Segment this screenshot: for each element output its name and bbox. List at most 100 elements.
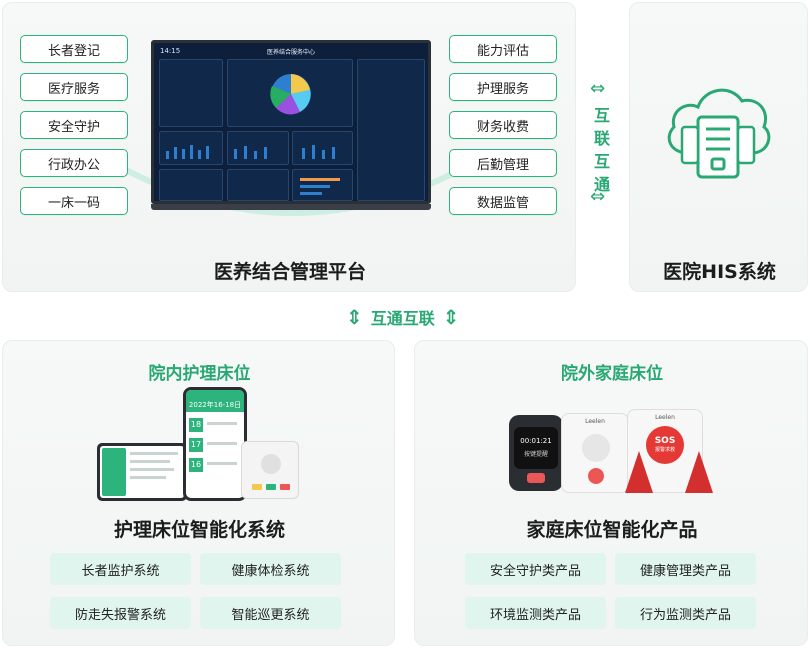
item-smart-patrol[interactable]: 智能巡更系统	[200, 597, 341, 629]
bed-call-box-icon	[241, 441, 299, 499]
tag-nursing-service[interactable]: 护理服务	[449, 73, 557, 101]
tag-logistics[interactable]: 后勤管理	[449, 149, 557, 177]
sos-sub: 报警求救	[654, 447, 675, 453]
phone-header	[186, 390, 244, 412]
sos-circle: SOS 报警求救	[646, 426, 684, 464]
platform-title: 医养结合管理平台	[213, 261, 366, 283]
screen-hbar	[300, 178, 340, 181]
device-brand: Leelen	[655, 414, 675, 421]
item-safety-products[interactable]: 安全守护类产品	[465, 553, 606, 585]
screen-card	[159, 59, 223, 127]
screen-bar	[206, 146, 209, 159]
item-health-exam[interactable]: 健康体检系统	[200, 553, 341, 585]
phone-icon: 2022年16-18日 18 17 16	[183, 387, 247, 501]
screen-card	[357, 59, 425, 201]
tablet-line	[130, 476, 166, 479]
his-panel: 医院HIS系统	[629, 2, 808, 292]
cloud-server-icon	[667, 88, 771, 179]
screen-bar	[174, 147, 177, 159]
double-arrow-icon: ⇔	[590, 78, 606, 99]
watch-sub: 按键提醒	[523, 451, 548, 458]
up-down-arrow-icon: ⇕	[346, 305, 363, 329]
link-char: 互	[593, 106, 610, 125]
link-char: 联	[593, 129, 610, 148]
smartwatch-icon: 00:01:21 按键提醒	[509, 415, 563, 491]
tag-elder-registration[interactable]: 长者登记	[20, 35, 128, 63]
screen-bar	[332, 147, 335, 159]
tag-finance-billing[interactable]: 财务收费	[449, 111, 557, 139]
platform-panel: 长者登记 医疗服务 安全守护 行政办公 一床一码 能力评估 护理服务 财务收费 …	[2, 2, 576, 292]
screen-bar	[312, 145, 315, 159]
phone-room: 18	[189, 418, 203, 432]
screen-bar	[264, 147, 267, 159]
item-behavior-products[interactable]: 行为监测类产品	[615, 597, 756, 629]
tag-bed-code[interactable]: 一床一码	[20, 187, 128, 215]
tag-data-supervision[interactable]: 数据监管	[449, 187, 557, 215]
tablet-line	[130, 468, 174, 471]
watch-screen: 00:01:21 按键提醒	[514, 427, 558, 469]
screen-bar	[166, 151, 169, 159]
double-arrow-icon: ⇔	[590, 186, 606, 207]
phone-line	[207, 422, 237, 425]
screen-card	[159, 131, 223, 165]
screen-card	[227, 169, 289, 201]
tablet-line	[130, 452, 178, 455]
watch-time: 00:01:21	[520, 437, 552, 445]
tag-ability-assessment[interactable]: 能力评估	[449, 35, 557, 63]
phone-room: 16	[189, 458, 203, 472]
tag-medical-service[interactable]: 医疗服务	[20, 73, 128, 101]
screen-hbar	[300, 185, 330, 188]
screen-card	[227, 59, 353, 127]
tag-safety-guard[interactable]: 安全守护	[20, 111, 128, 139]
his-title: 医院HIS系统	[663, 261, 776, 283]
up-down-arrow-icon: ⇕	[442, 305, 460, 329]
monitor-dashboard-icon: 14:15 医养结合服务中心	[151, 40, 431, 210]
home-alarm-device-icon: Leelen	[561, 413, 629, 493]
speaker-grill-icon	[252, 454, 290, 490]
screen-bar	[302, 148, 305, 159]
home-panel: 院外家庭床位 00:01:21 按键提醒 Leelen Leelen SOS 报…	[414, 340, 808, 646]
watch-sos-button	[527, 473, 545, 483]
screen-time: 14:15	[160, 47, 181, 55]
screen-bar	[190, 145, 193, 159]
device-speaker-icon	[582, 434, 610, 484]
screen-card	[227, 131, 289, 165]
screen-card	[159, 169, 223, 201]
pendant-alarm-icon	[625, 451, 713, 493]
tablet-icon	[97, 443, 187, 501]
screen-bar	[322, 150, 325, 159]
horizontal-link: ⇕ 互通互联 ⇕	[346, 305, 460, 329]
link-char: 通	[593, 175, 610, 194]
link-char: 互	[593, 152, 610, 171]
vertical-link-label: 互 联 互 通	[592, 104, 612, 196]
phone-date: 2022年16-18日	[188, 401, 242, 409]
horizontal-link-label: 互通互联	[370, 309, 435, 328]
dashboard-screen: 14:15 医养结合服务中心	[151, 40, 431, 204]
device-brand: Leelen	[585, 418, 605, 425]
item-environment-products[interactable]: 环境监测类产品	[465, 597, 606, 629]
monitor-stand	[151, 204, 431, 210]
home-heading: 院外家庭床位	[561, 364, 663, 384]
screen-bar	[244, 146, 247, 159]
phone-room: 17	[189, 438, 203, 452]
phone-line	[207, 442, 237, 445]
hospital-panel: 院内护理床位 2022年16-18日 18 17 16	[2, 340, 395, 646]
screen-bar	[182, 149, 185, 159]
hospital-heading: 院内护理床位	[148, 364, 251, 384]
tablet-line	[130, 460, 170, 463]
phone-line	[207, 462, 237, 465]
hospital-title: 护理床位智能化系统	[113, 519, 285, 541]
screen-hbar	[300, 192, 322, 195]
screen-bar	[234, 149, 237, 159]
screen-bar	[254, 151, 257, 159]
tablet-sidebar	[102, 448, 126, 496]
home-title: 家庭床位智能化产品	[526, 519, 698, 541]
sos-label: SOS	[654, 436, 676, 446]
screen-bar	[198, 150, 201, 159]
screen-heading: 医养结合服务中心	[266, 49, 315, 56]
pie-chart-icon	[270, 74, 311, 115]
item-anti-wander-alarm[interactable]: 防走失报警系统	[50, 597, 191, 629]
tag-admin-office[interactable]: 行政办公	[20, 149, 128, 177]
item-elder-monitoring[interactable]: 长者监护系统	[50, 553, 191, 585]
item-health-products[interactable]: 健康管理类产品	[615, 553, 756, 585]
